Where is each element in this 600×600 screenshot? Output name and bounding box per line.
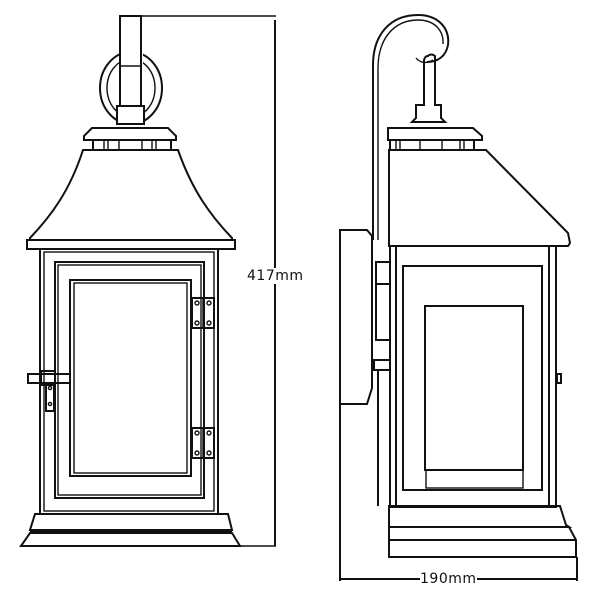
bracket-segments <box>373 261 391 506</box>
top-cap <box>83 127 177 151</box>
side-top-cap <box>387 127 483 151</box>
side-base <box>388 505 577 558</box>
lantern-base <box>19 513 242 547</box>
side-view <box>339 13 577 558</box>
lantern-body <box>39 248 219 515</box>
door-latch <box>27 370 71 412</box>
side-roof <box>388 149 572 247</box>
hinge-bottom <box>191 427 215 459</box>
wall-plate <box>339 229 373 405</box>
front-view <box>19 15 242 547</box>
roof <box>26 149 236 250</box>
side-body <box>389 245 562 508</box>
depth-dimension-label: 190mm <box>420 571 477 587</box>
hinge-top <box>191 297 215 329</box>
height-dimension-label: 417mm <box>247 268 304 284</box>
ring-icon <box>99 15 163 125</box>
finial <box>409 53 448 123</box>
